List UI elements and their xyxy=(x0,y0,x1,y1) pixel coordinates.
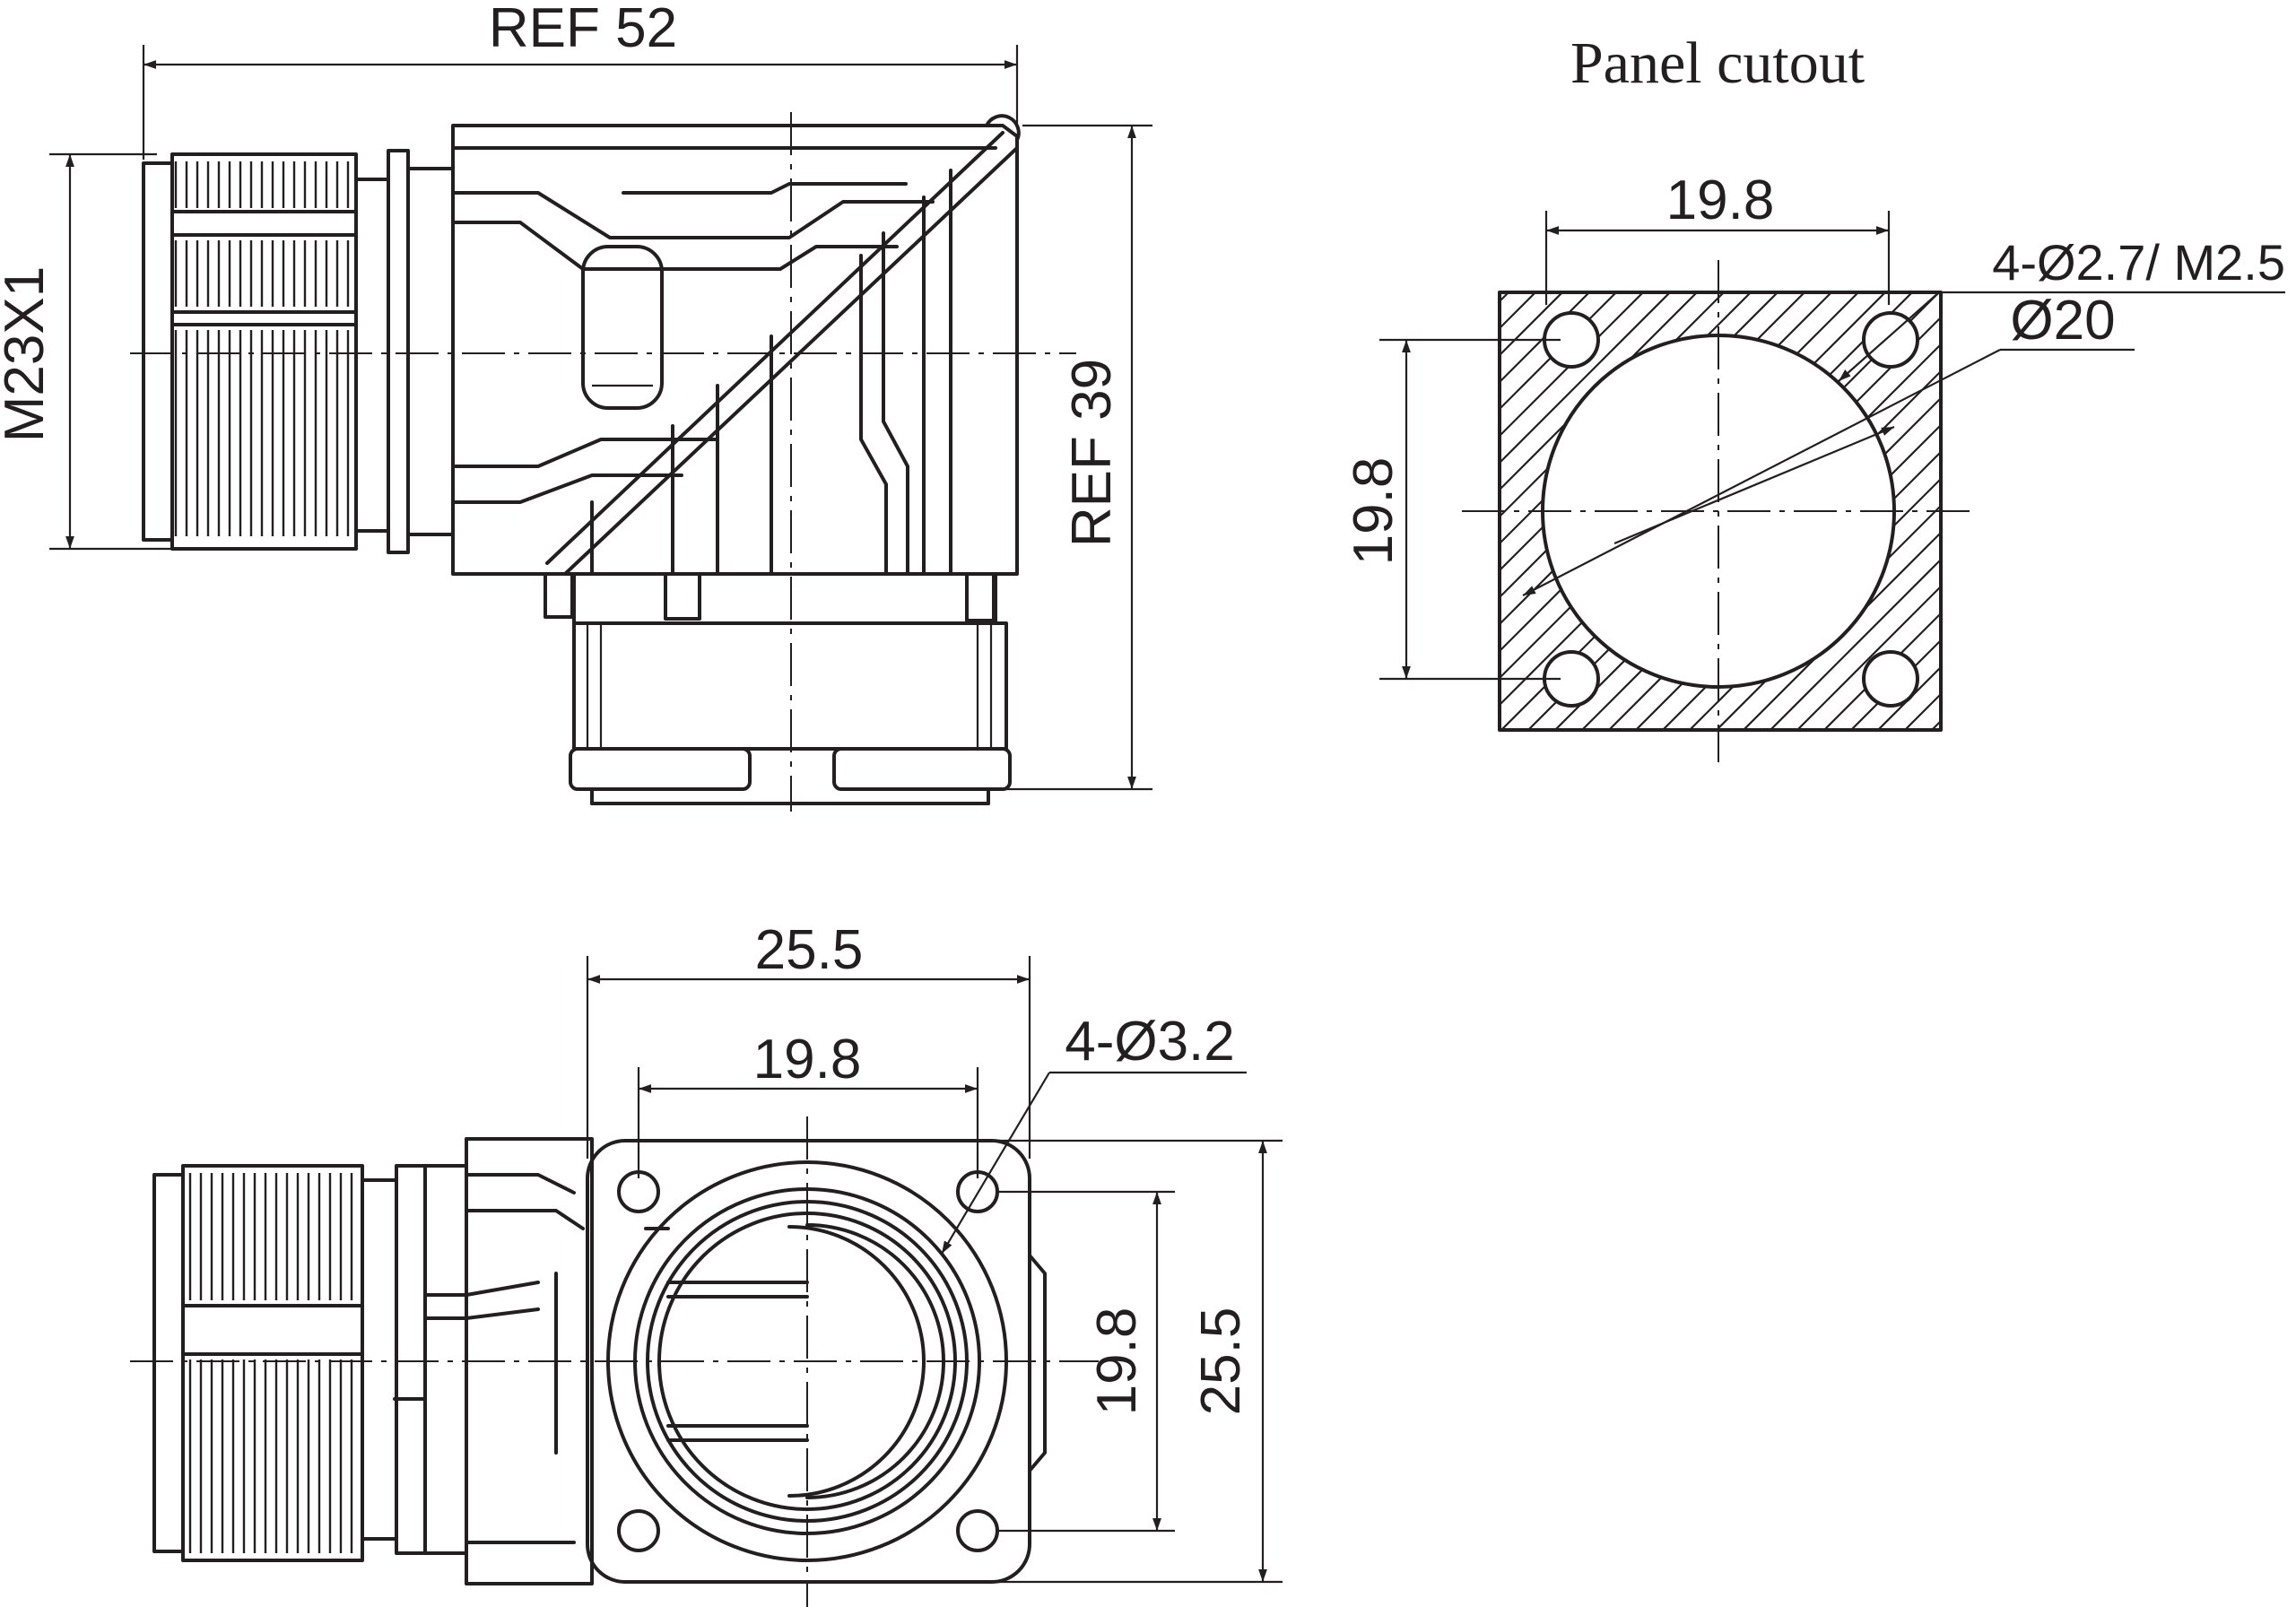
flange-hole-tl xyxy=(617,1170,660,1213)
front-flange xyxy=(586,1139,1031,1584)
panel-cutout-view: Panel cutout xyxy=(1343,30,2285,762)
ref52-label: REF 52 xyxy=(489,0,677,59)
right-angle-housing xyxy=(451,114,1021,576)
cutout-hole-spacing-v: 19.8 xyxy=(1343,457,1405,566)
flange-hole-spacing-h: 19.8 xyxy=(753,1029,862,1090)
ref39-label: REF 39 xyxy=(1061,359,1123,547)
cutout-hole-br xyxy=(1862,650,1919,708)
cutout-hole-spacing-h: 19.8 xyxy=(1666,169,1775,231)
side-view: REF 52 REF 39 M23X1 xyxy=(0,0,1152,812)
m23-thread-label: M23X1 xyxy=(0,266,56,442)
front-threaded-barrel xyxy=(152,1164,427,1562)
flange-height-label: 25.5 xyxy=(1190,1307,1252,1416)
threaded-barrel xyxy=(142,149,455,554)
cutout-hole-label: 4-Ø2.7/ M2.5 xyxy=(1992,234,2285,291)
panel-cutout-title: Panel cutout xyxy=(1570,30,1865,96)
cable-gland xyxy=(544,572,1012,805)
flange-width-label: 25.5 xyxy=(755,919,864,981)
flange-hole-bl xyxy=(617,1509,660,1552)
cutout-bore-label: Ø20 xyxy=(2010,290,2115,352)
flange-hole-br xyxy=(956,1509,999,1552)
front-view: 25.5 19.8 19.8 25.5 4-Ø3.2 xyxy=(130,919,1283,1607)
front-body xyxy=(423,1137,1047,1585)
flange-hole-label: 4-Ø3.2 xyxy=(1065,1011,1235,1073)
cutout-hole-tr xyxy=(1862,311,1919,369)
flange-hole-tr xyxy=(956,1170,999,1213)
